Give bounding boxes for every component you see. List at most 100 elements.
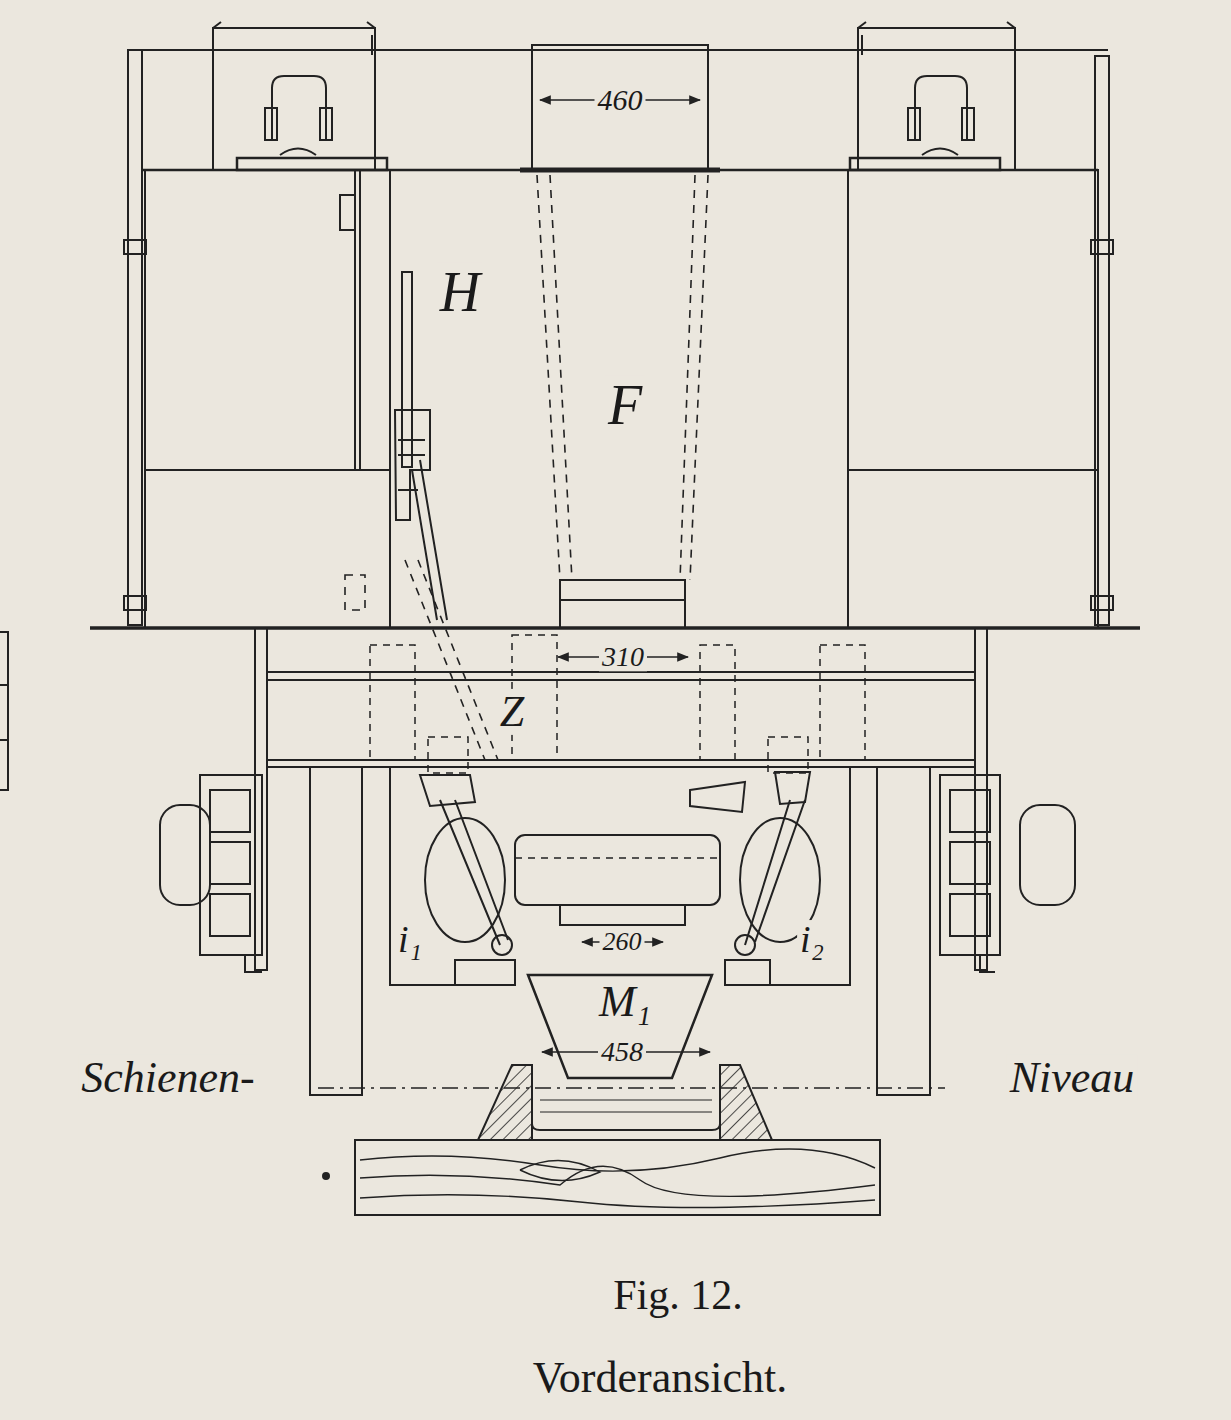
under-frame-part [440, 800, 508, 945]
upper-body-part [124, 240, 146, 254]
upper-body-part [128, 49, 1108, 51]
figure-title: Fig. 12. [610, 1273, 746, 1317]
under-frame-part-part [820, 645, 865, 760]
wooden-sleeper-part [323, 1173, 329, 1179]
upper-body-part [124, 596, 146, 610]
under-frame-part [950, 842, 990, 884]
under-frame-part [950, 790, 990, 832]
under-frame-part-part [370, 645, 415, 760]
under-frame-part [515, 857, 720, 859]
under-frame-part [690, 782, 745, 812]
wooden-sleeper-part [360, 1166, 875, 1196]
under-frame-part [725, 960, 770, 985]
under-frame-part [455, 960, 515, 985]
upper-body-part [128, 50, 142, 625]
level-label: Niveau [1007, 1055, 1138, 1101]
upper-body-part-part [345, 575, 365, 610]
under-frame-part [210, 894, 250, 936]
rail-trough-part [540, 1100, 712, 1112]
upper-body-part-part [405, 560, 485, 760]
upper-body-part [402, 272, 412, 467]
under-frame-part-part [768, 737, 808, 773]
upper-body-part [962, 108, 974, 140]
part-letter: i₁ [395, 920, 425, 960]
under-frame-part [980, 955, 995, 972]
upper-body-part [280, 149, 316, 156]
upper-body-part-part [550, 175, 572, 580]
upper-body-part [848, 469, 1098, 471]
under-frame-part [245, 955, 262, 972]
rail-trough-part [532, 1090, 720, 1130]
upper-body-part [858, 22, 1015, 55]
upper-body-part [1091, 596, 1113, 610]
level-label: Schienen- [78, 1055, 257, 1101]
under-frame-part [528, 975, 712, 1078]
under-frame-part [735, 935, 755, 955]
under-frame-part [775, 772, 810, 804]
wooden-sleeper-part [355, 1140, 880, 1215]
under-frame-part [940, 775, 1000, 955]
under-frame-part [267, 672, 975, 767]
upper-body-part-part [418, 560, 498, 760]
part-letter: M₁ [596, 979, 654, 1025]
under-frame-part [975, 628, 987, 970]
under-frame-part [425, 818, 505, 942]
under-frame-part [160, 805, 210, 905]
upper-body-part [560, 599, 685, 601]
under-frame-part [390, 767, 850, 985]
dimension: 260 [600, 928, 645, 955]
upper-body-part-part [537, 175, 560, 580]
under-frame-part [492, 935, 512, 955]
under-frame-part [515, 835, 720, 905]
upper-body-part [532, 45, 708, 170]
upper-body-part [213, 28, 375, 170]
upper-body-part [145, 469, 390, 471]
under-frame-part-part [700, 645, 735, 760]
upper-body-part [145, 170, 390, 628]
upper-body-part [520, 168, 720, 173]
wooden-sleeper [323, 1140, 880, 1215]
figure-caption: Vorderansicht. [530, 1355, 791, 1401]
dimension: 460 [595, 84, 646, 116]
upper-body-part [922, 149, 958, 156]
upper-body-part [320, 108, 332, 140]
upper-body-part [359, 170, 361, 470]
under-frame [160, 628, 1075, 1095]
table-edge-fragment [0, 632, 8, 790]
part-letter: Z [497, 689, 527, 735]
upper-body-part [858, 28, 1015, 170]
upper-body-part [560, 580, 685, 628]
rail-trough-part [478, 1065, 532, 1140]
wooden-sleeper-part [520, 1160, 600, 1180]
under-frame-part [950, 894, 990, 936]
under-frame-part [745, 800, 805, 945]
dimension: 310 [599, 642, 647, 671]
under-frame-part [560, 905, 685, 925]
part-letter: F [605, 376, 645, 435]
upper-body-part [1091, 240, 1113, 254]
part-letter: i₂ [797, 920, 827, 960]
upper-body-part [908, 108, 920, 140]
under-frame-part [370, 635, 865, 773]
upper-body-part [850, 158, 1000, 170]
table-edge-fragment-part [0, 632, 8, 790]
upper-body [90, 22, 1140, 760]
upper-body-part [237, 158, 387, 170]
upper-body-part [213, 22, 375, 55]
dimension: 458 [598, 1037, 646, 1066]
upper-body-part [265, 108, 277, 140]
upper-body-part [915, 76, 967, 140]
wooden-sleeper-part [360, 1195, 875, 1208]
under-frame-part [210, 842, 250, 884]
upper-body-part [412, 460, 447, 620]
upper-body-part [848, 170, 1098, 628]
under-frame-part [210, 790, 250, 832]
rail-trough-part [720, 1065, 772, 1140]
under-frame-part [310, 767, 930, 1095]
under-frame-part [420, 775, 475, 806]
under-frame-part-part [428, 737, 468, 773]
rail-trough [478, 1065, 772, 1140]
